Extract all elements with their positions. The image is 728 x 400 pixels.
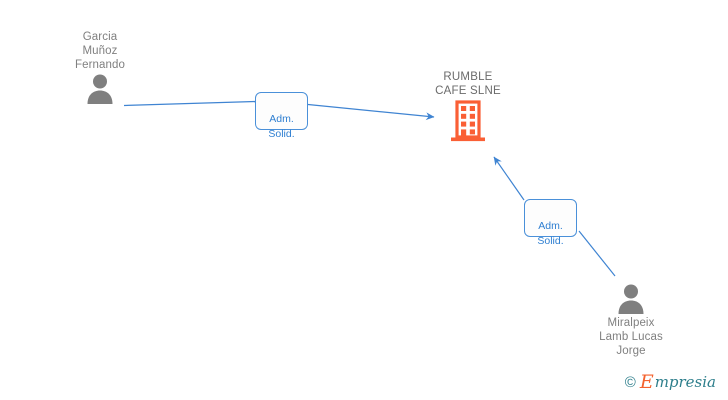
- edge-box-to-company: [307, 103, 435, 121]
- edge-person2-to-box: [578, 230, 616, 277]
- company-node-rumble-cafe-slne[interactable]: RUMBLE CAFE SLNE: [388, 70, 548, 144]
- company-building-icon: [451, 100, 485, 142]
- empresia-logo-text: mpresia: [654, 373, 716, 391]
- relation-label-text: Adm. Solid.: [268, 113, 295, 140]
- empresia-logo-initial: E: [639, 371, 654, 393]
- empresia-watermark: © E mpresia: [625, 373, 716, 392]
- relation-label-adm-solid-top[interactable]: Adm. Solid.: [255, 92, 308, 140]
- relation-label-text: Adm. Solid.: [537, 220, 564, 247]
- person-node-garcia-munoz-fernando[interactable]: Garcia Muñoz Fernando: [25, 30, 175, 104]
- person-label: Garcia Muñoz Fernando: [74, 31, 126, 71]
- person-label: Miralpeix Lamb Lucas Jorge: [599, 317, 663, 357]
- person-node-miralpeix-lamb-lucas-jorge[interactable]: Miralpeix Lamb Lucas Jorge: [556, 282, 706, 358]
- person-icon: [618, 284, 644, 314]
- edge-person1-to-box: [123, 100, 256, 107]
- relation-label-adm-solid-bottom[interactable]: Adm. Solid.: [524, 199, 577, 247]
- edge-box-to-company-2: [493, 156, 525, 201]
- copyright-icon: ©: [624, 374, 636, 391]
- company-name-label: RUMBLE CAFE SLNE: [435, 71, 501, 97]
- person-icon: [87, 74, 113, 104]
